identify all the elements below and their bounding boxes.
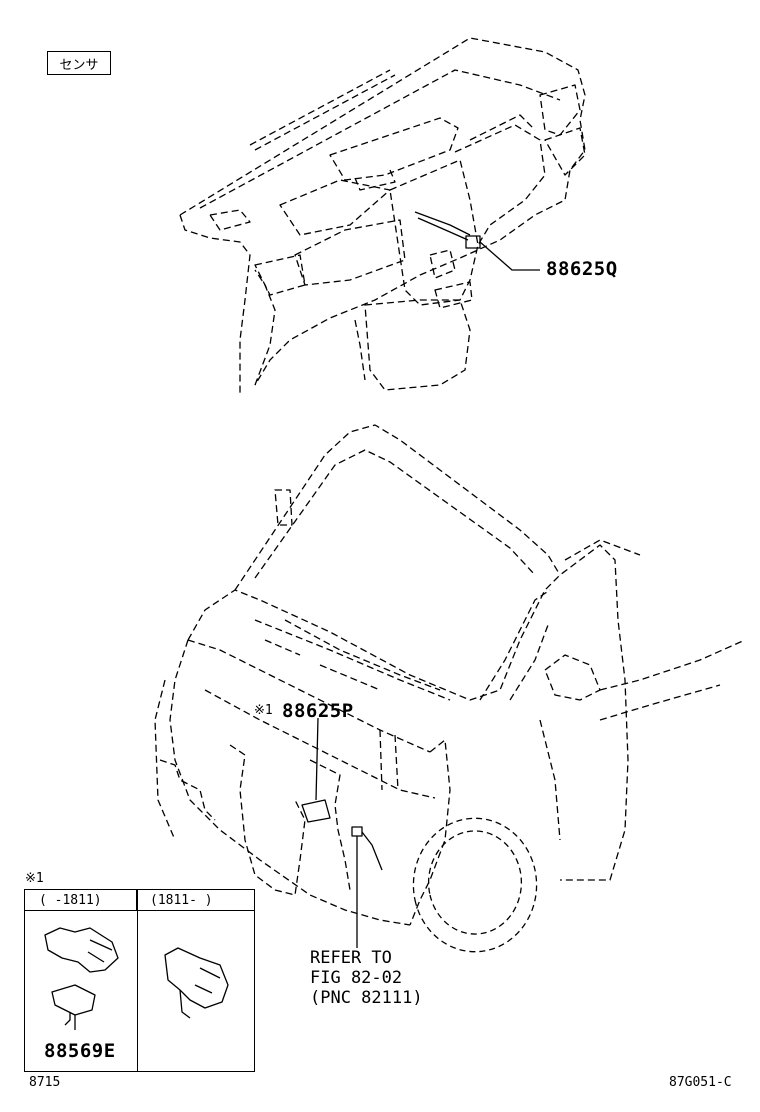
footer-left-code: 8715 [29,1075,61,1090]
part-number-88569e[interactable]: 88569E [44,1040,116,1062]
variant-col-1-header: ( -1811) [25,890,137,911]
part-number-88625p[interactable]: 88625P [282,700,354,722]
refer-line-3[interactable]: (PNC 82111) [310,988,423,1008]
part-number-88625q[interactable]: 88625Q [546,258,618,280]
variant-table: ( -1811) (1811- ) [24,889,255,1072]
refer-line-1: REFER TO [310,948,392,968]
variant-note: ※1 [25,871,44,886]
variant-part-icons [44,927,229,1030]
footnote-marker: ※1 [254,703,273,718]
variant-divider [137,890,138,1071]
category-tag: センサ [47,51,111,75]
variant-col-2-header: (1811- ) [138,890,254,911]
sensor-88625p-shape [301,799,331,823]
refer-line-2[interactable]: FIG 82-02 [310,968,403,988]
footer-figure-code: 87G051-C [669,1075,732,1090]
instrument-panel-drawing [179,37,586,395]
vehicle-front-drawing [154,424,746,953]
